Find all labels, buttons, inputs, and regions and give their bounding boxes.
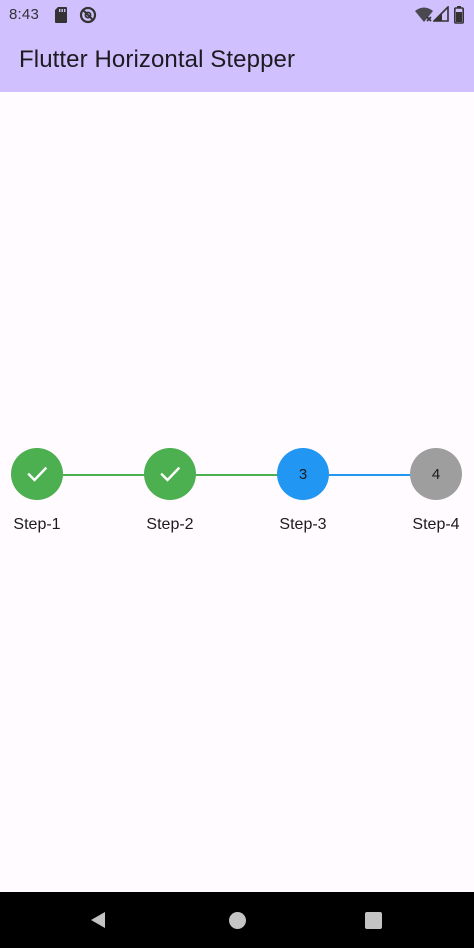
back-icon[interactable] — [89, 911, 107, 929]
battery-icon — [454, 6, 464, 24]
sd-card-icon — [55, 7, 67, 23]
wifi-off-icon — [415, 7, 433, 22]
signal-icon — [433, 6, 449, 22]
horizontal-stepper: Step-1 Step-2 3 Step-3 4 Step-4 — [0, 448, 474, 548]
step-1-label: Step-1 — [13, 516, 61, 533]
step-4-number: 4 — [431, 465, 441, 483]
app-bar-title: Flutter Horizontal Stepper — [19, 46, 296, 73]
app-header: 8:43 Flutter Hor — [0, 0, 474, 92]
check-icon — [27, 466, 48, 482]
step-connector-3-4 — [329, 474, 411, 476]
step-4-circle[interactable]: 4 — [410, 448, 462, 500]
check-icon — [160, 466, 181, 482]
step-3-label: Step-3 — [279, 516, 327, 533]
step-2-circle[interactable] — [144, 448, 196, 500]
step-3-number: 3 — [298, 465, 308, 483]
status-bar: 8:43 — [0, 0, 474, 30]
step-4-label: Step-4 — [412, 516, 460, 533]
step-connector-2-3 — [196, 474, 278, 476]
status-time: 8:43 — [9, 6, 39, 23]
system-nav-bar — [0, 892, 474, 948]
home-icon[interactable] — [229, 912, 246, 929]
recents-icon[interactable] — [365, 912, 382, 929]
no-disturb-icon — [79, 6, 97, 24]
step-1-circle[interactable] — [11, 448, 63, 500]
step-connector-1-2 — [63, 474, 145, 476]
step-3-circle[interactable]: 3 — [277, 448, 329, 500]
step-2-label: Step-2 — [146, 516, 194, 533]
